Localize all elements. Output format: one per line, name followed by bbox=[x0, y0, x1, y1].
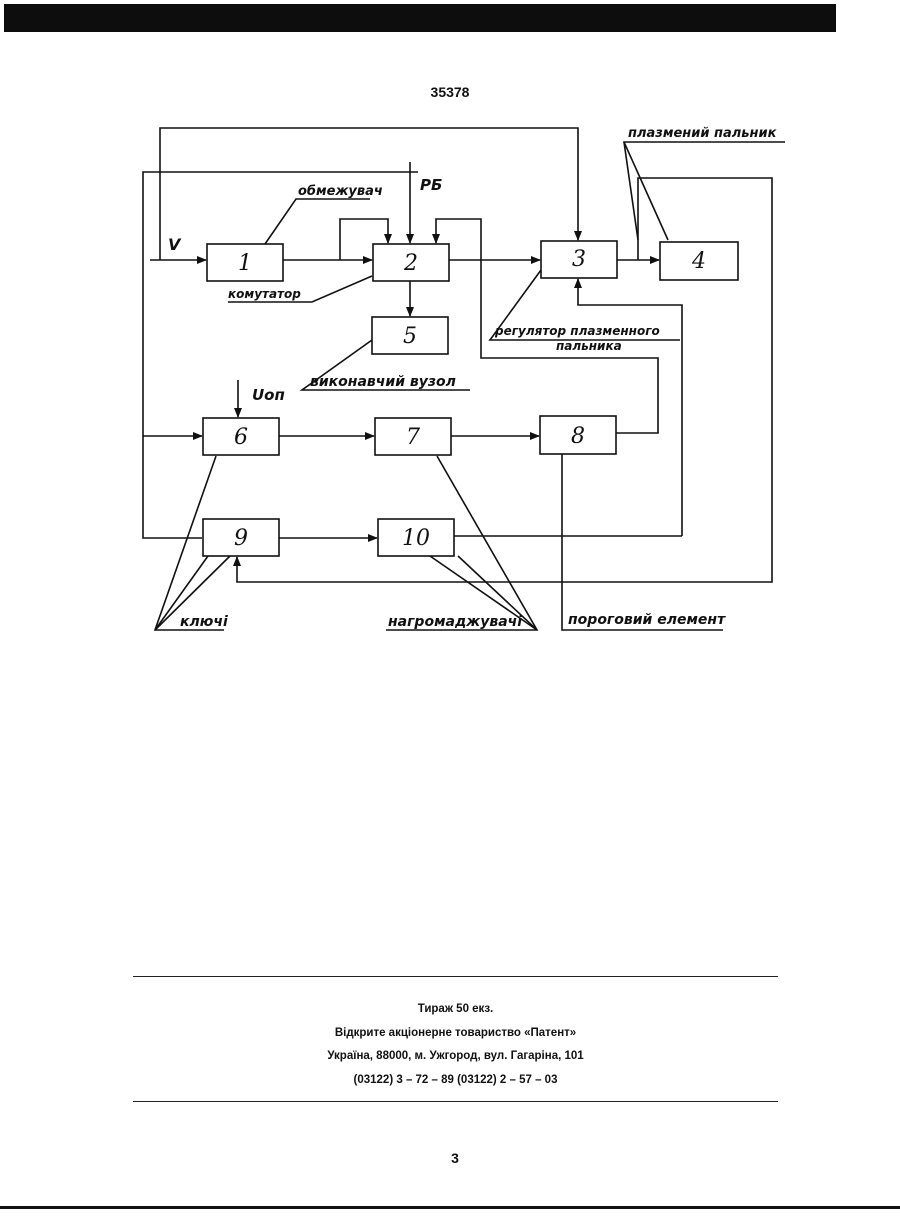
label-switch: комутатор bbox=[228, 287, 301, 301]
label-executive-unit: виконавчий вузол bbox=[310, 374, 456, 390]
pointer-plasma-torch bbox=[624, 142, 785, 240]
block-8-label: 8 bbox=[571, 424, 585, 449]
line-left-bus bbox=[143, 172, 418, 538]
page-number: 3 bbox=[0, 1150, 900, 1166]
pointer-threshold bbox=[562, 454, 723, 630]
block-9-label: 9 bbox=[234, 526, 248, 551]
block-diagram: 1 2 3 4 5 6 7 8 9 10 V РБ Uоп обмежувач … bbox=[0, 0, 900, 700]
label-keys: ключі bbox=[180, 614, 228, 630]
label-accumulators: нагромаджувачі bbox=[388, 614, 522, 630]
block-2-label: 2 bbox=[403, 251, 418, 276]
footer-rule-top bbox=[133, 976, 778, 977]
line-feedback-3b bbox=[578, 279, 682, 536]
line-loop-12 bbox=[340, 219, 388, 260]
label-regulator-1: регулятор плазменного bbox=[494, 324, 660, 338]
footer-rule-bottom bbox=[133, 1101, 778, 1102]
footer-phones: (03122) 3 – 72 – 89 (03122) 2 – 57 – 03 bbox=[133, 1069, 778, 1093]
block-6-label: 6 bbox=[234, 425, 248, 450]
footer-publisher: Відкрите акціонерне товариство «Патент» bbox=[133, 1022, 778, 1046]
block-4-label: 4 bbox=[691, 249, 706, 274]
block-1-label: 1 bbox=[238, 251, 252, 276]
label-input-rb: РБ bbox=[420, 176, 442, 194]
block-7-label: 7 bbox=[406, 425, 420, 450]
label-plasma-torch: плазмений пальник bbox=[628, 126, 778, 141]
block-10-label: 10 bbox=[402, 526, 430, 551]
pointer-limiter bbox=[265, 199, 370, 244]
pointer-keys bbox=[155, 456, 224, 630]
footer-address: Україна, 88000, м. Ужгород, вул. Гагарін… bbox=[133, 1045, 778, 1069]
footer-block: Тираж 50 екз. Відкрите акціонерне товари… bbox=[133, 998, 778, 1092]
label-threshold-element: пороговий елемент bbox=[568, 612, 726, 628]
footer-print-run: Тираж 50 екз. bbox=[133, 998, 778, 1022]
label-input-uop: Uоп bbox=[252, 386, 285, 404]
block-3-label: 3 bbox=[572, 247, 586, 272]
block-5-label: 5 bbox=[403, 324, 417, 349]
label-regulator-2: пальника bbox=[556, 339, 622, 353]
label-input-v: V bbox=[168, 235, 182, 254]
label-limiter: обмежувач bbox=[298, 184, 383, 199]
bottom-border-line bbox=[0, 1206, 900, 1209]
